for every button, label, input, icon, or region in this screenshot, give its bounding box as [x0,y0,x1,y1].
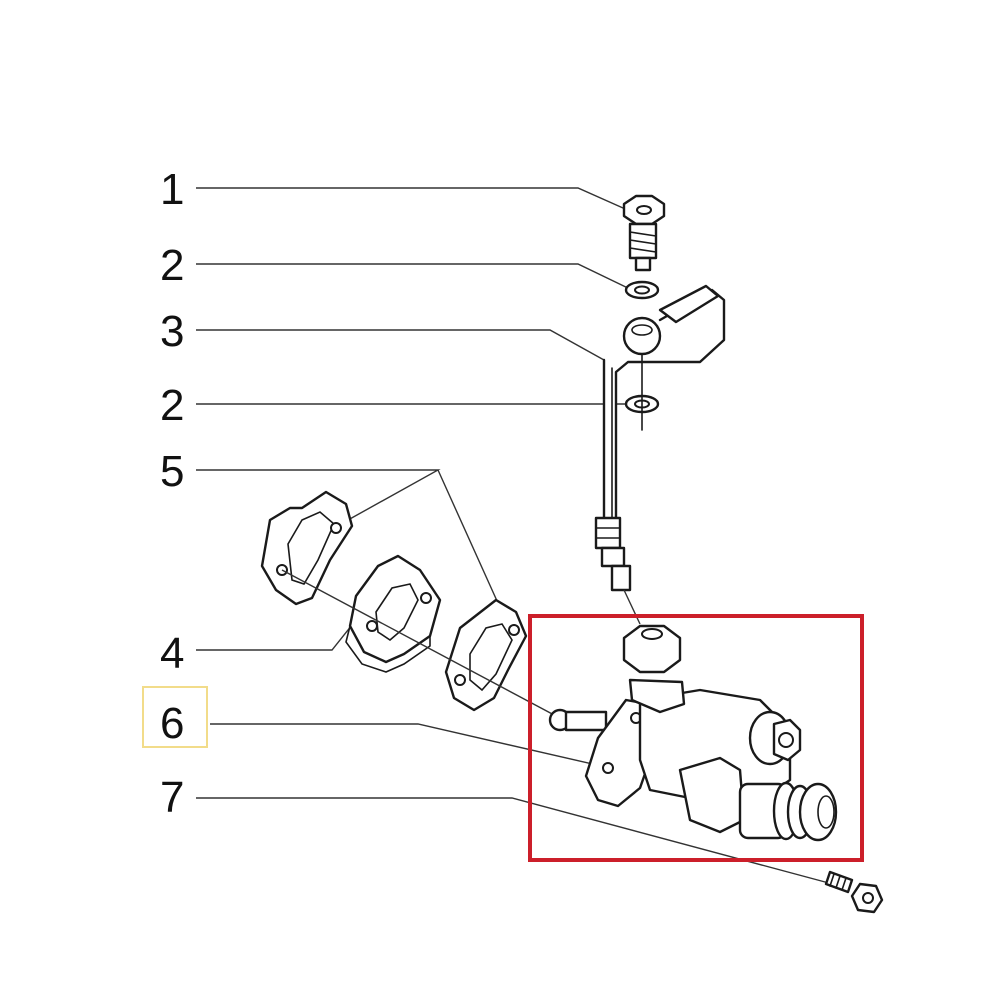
callout-4[interactable]: 4 [160,629,184,678]
sealing-washer-upper [624,280,660,300]
callout-7[interactable]: 7 [160,773,184,822]
gasket-left [260,490,354,606]
fuel-pipe [594,284,726,625]
assembly-axis-line [281,569,557,717]
callout-5[interactable]: 5 [160,447,184,496]
selected-part-highlight [528,614,864,862]
callout-2-upper[interactable]: 2 [160,241,184,290]
fuel-feed-pump [548,624,838,842]
callout-2-lower[interactable]: 2 [160,381,184,430]
leader-lines [196,187,841,887]
spacer-block [345,554,442,673]
callout-6[interactable]: 6 [160,699,184,748]
mounting-bolt [824,870,884,914]
gasket-right [444,598,528,712]
callout-1[interactable]: 1 [160,165,184,214]
callout-3[interactable]: 3 [160,307,184,356]
banjo-bolt [622,194,666,272]
callout-6-highlight-box [142,686,208,748]
